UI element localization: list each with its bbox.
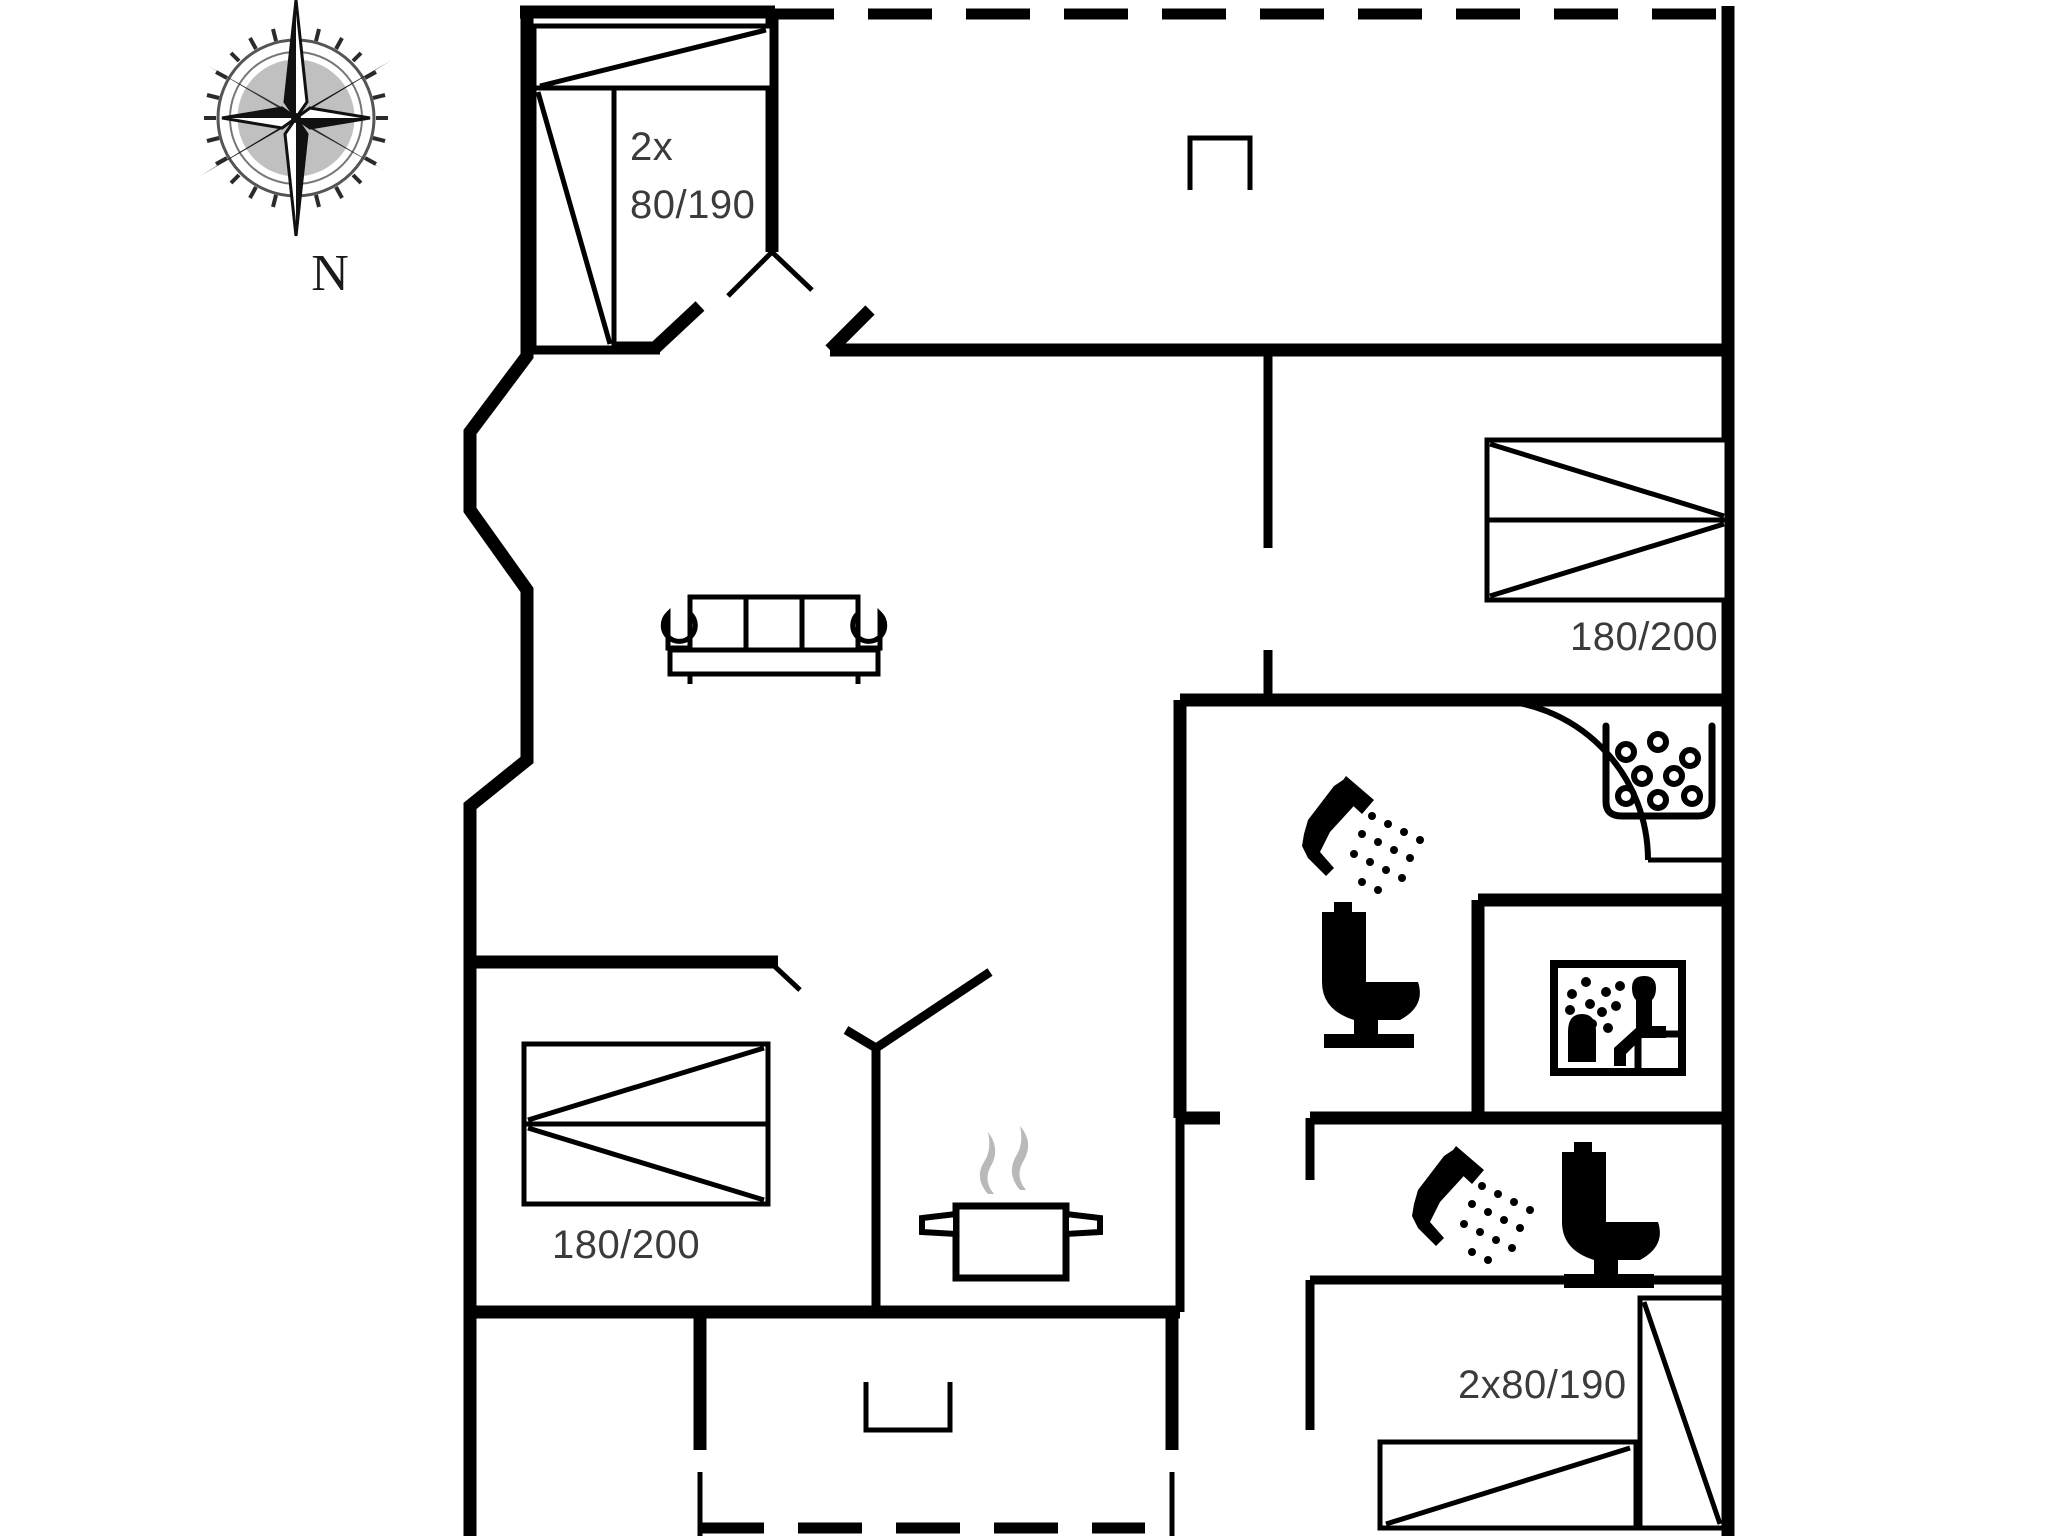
door-swing-icon-whirlpool <box>1487 697 1651 861</box>
cooking-pot-icon <box>919 1126 1103 1282</box>
sauna-icon <box>1550 960 1686 1076</box>
door-leaf-topleft <box>770 250 814 292</box>
bedroom-right-size-label: 180/200 <box>1570 615 1718 659</box>
door-leaf-bedroom-left <box>768 960 802 992</box>
bedroom-topleft-count-label: 2x <box>630 125 673 169</box>
kitchen-partition-angled <box>873 968 993 1052</box>
compass-north-label: N <box>311 245 349 302</box>
door-opening-bottom <box>863 1382 953 1433</box>
bedroom-bottomright-size-label: 2x80/190 <box>1458 1363 1627 1407</box>
kitchen-partition-stub <box>843 1026 879 1052</box>
sofa-icon <box>660 594 888 684</box>
door-swing-icon-topleft <box>726 250 774 298</box>
bunk-bed-icon-bottomright <box>1377 1295 1727 1531</box>
whirlpool-icon <box>1602 722 1716 820</box>
door-opening-top <box>1187 135 1253 190</box>
bedroom-topleft-size-label: 80/190 <box>630 183 755 227</box>
toilet-icon-upper <box>1322 902 1420 1048</box>
wall-jog-living-top <box>825 305 875 355</box>
toilet-icon-lower <box>1562 1142 1660 1288</box>
bedroom-left-size-label: 180/200 <box>552 1223 700 1267</box>
shower-icon-lower <box>1412 1146 1534 1264</box>
wall-jog-topleft <box>650 301 705 353</box>
double-bed-icon-left <box>521 1041 771 1207</box>
bunk-bed-icon-topleft <box>531 23 775 351</box>
compass-rose-icon <box>200 0 392 237</box>
shower-icon-upper <box>1302 776 1424 894</box>
double-bed-icon-right <box>1484 437 1730 603</box>
exterior-wall-left-stepped <box>463 6 534 1536</box>
